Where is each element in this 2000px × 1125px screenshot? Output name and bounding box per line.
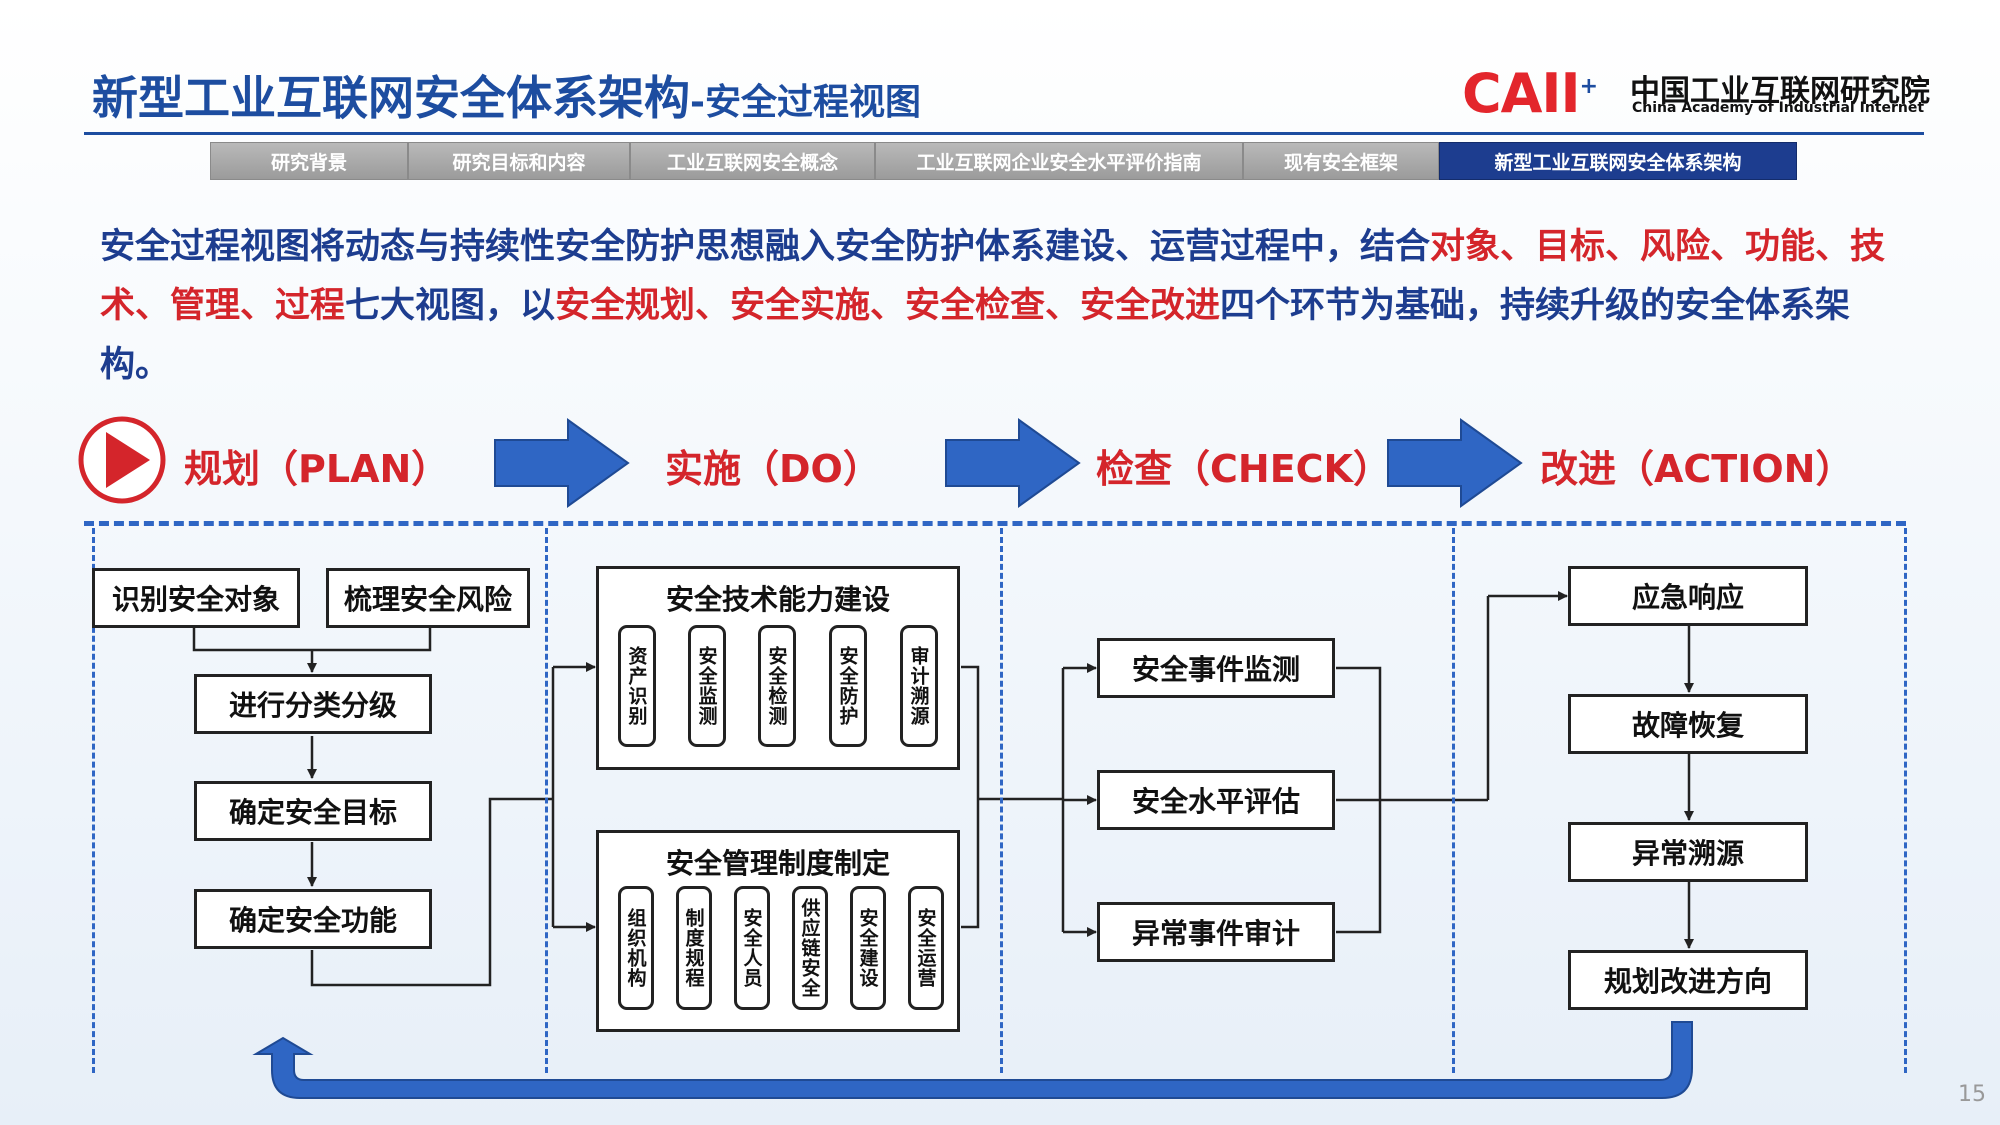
mgmt-system-title: 安全管理制度制定 [665,847,890,880]
intro-text-3: 四个环节为基础，持续升级的安全体系架构。 [100,286,1851,385]
action-item-fault-recovery: 故障恢复 [1568,694,1808,754]
intro-paragraph: 安全过程视图将动态与持续性安全防护思想融入安全防护体系建设、运营过程中，结合对象… [100,218,1920,395]
goals-box: 确定安全目标 [194,781,432,841]
dashed-column-divider [1904,528,1907,1073]
play-icon [78,416,166,504]
tech-item: 安全监测 [688,625,726,747]
phase-arrow-plan-do [494,418,630,508]
dashed-column-divider [1000,528,1003,1073]
check-item-anomaly-audit: 异常事件审计 [1097,902,1335,962]
intro-text-1: 安全过程视图将动态与持续性安全防护思想融入安全防护体系建设、运营过程中，结合 [100,227,1431,267]
action-item-anomaly-tracing: 异常溯源 [1568,822,1808,882]
nav-tab-architecture[interactable]: 新型工业互联网安全体系架构 [1439,142,1797,180]
intro-text-2: 七大视图，以 [345,286,556,326]
mgmt-item: 安全建设 [850,886,886,1010]
caii-logo-mark: CAII [1462,62,1581,125]
mgmt-item: 制度规程 [676,886,712,1010]
nav-tab-frameworks[interactable]: 现有安全框架 [1243,142,1439,180]
tech-item: 审计溯源 [900,625,938,747]
nav-tab-background[interactable]: 研究背景 [210,142,408,180]
functions-box: 确定安全功能 [194,889,432,949]
mgmt-item: 安全人员 [734,886,770,1010]
nav-tab-concept[interactable]: 工业互联网安全概念 [630,142,875,180]
tech-item: 资产识别 [618,625,656,747]
phase-label-action: 改进（ACTION） [1540,447,1854,491]
title-sub-text: -安全过程视图 [690,82,921,123]
logo-english-name: China Academy of Industrial Internet [1632,100,1925,116]
mgmt-system-group [596,830,960,1032]
intro-stages: 安全规划、安全实施、安全检查、安全改进 [555,286,1221,326]
action-item-improvement-plan: 规划改进方向 [1568,950,1808,1010]
check-item-level-assessment: 安全水平评估 [1097,770,1335,830]
phase-label-check: 检查（CHECK） [1096,447,1391,491]
classify-box: 进行分类分级 [194,674,432,734]
mgmt-item: 组织机构 [618,886,654,1010]
page-number: 15 [1958,1082,1986,1107]
sort-risks-box: 梳理安全风险 [326,568,530,628]
phase-label-do: 实施（DO） [665,447,881,491]
tech-item: 安全防护 [829,625,867,747]
feedback-loop-arrow [252,1021,1693,1099]
mgmt-item: 安全运营 [908,886,944,1010]
dashed-column-divider [1452,528,1455,1073]
check-item-event-monitoring: 安全事件监测 [1097,638,1335,698]
section-nav: 研究背景 研究目标和内容 工业互联网安全概念 工业互联网企业安全水平评价指南 现… [210,142,1797,180]
phase-arrow-do-check [945,418,1081,508]
logo-chinese-name: 中国工业互联网研究院 [1630,74,1930,109]
page-title: 新型工业互联网安全体系架构-安全过程视图 [92,62,921,128]
action-item-emergency-response: 应急响应 [1568,566,1808,626]
dashed-column-divider [92,528,95,1073]
title-main-text: 新型工业互联网安全体系架构 [92,71,690,125]
dashed-divider-top [84,521,1906,526]
mgmt-item: 供应链安全 [792,886,828,1010]
intro-views: 对象、目标、风险、功能、技术、管理、过程 [100,227,1886,326]
nav-tab-goals[interactable]: 研究目标和内容 [408,142,630,180]
caii-logo: CAII+ [1462,62,1598,125]
dashed-column-divider [545,528,548,1073]
phase-arrow-check-action [1387,418,1523,508]
tech-item: 安全检测 [758,625,796,747]
nav-tab-evaluation-guide[interactable]: 工业互联网企业安全水平评价指南 [875,142,1243,180]
title-divider [84,132,1924,135]
tech-capability-title: 安全技术能力建设 [665,583,890,616]
identify-objects-box: 识别安全对象 [92,568,300,628]
phase-label-plan: 规划（PLAN） [184,447,450,491]
